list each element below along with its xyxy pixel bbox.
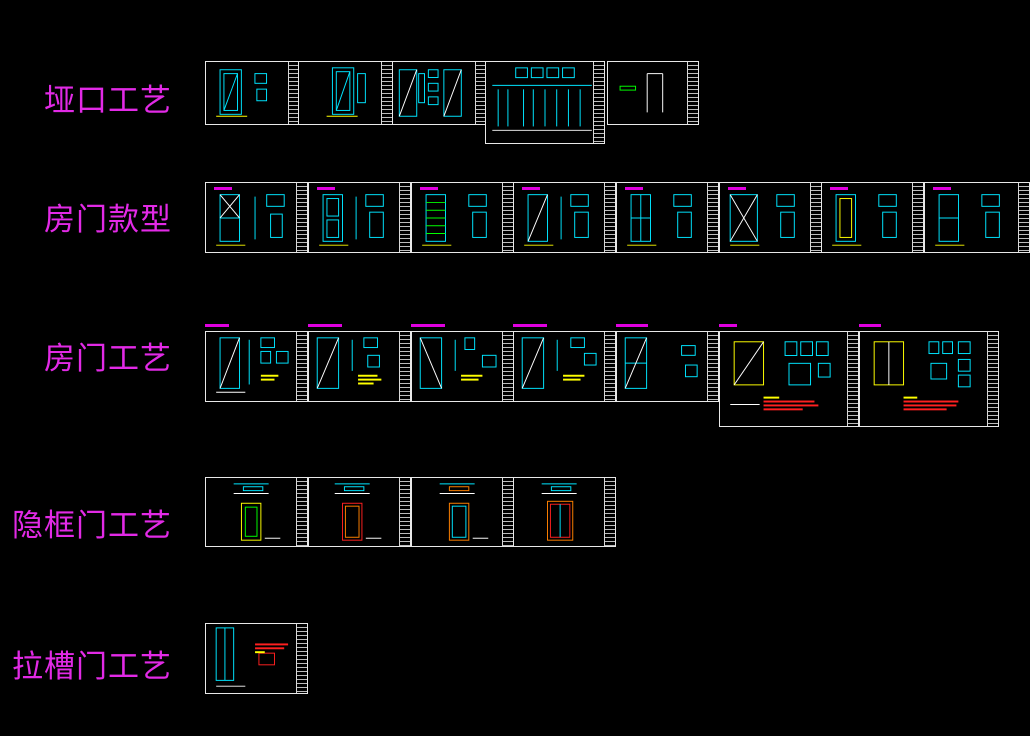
title-block: [502, 332, 513, 401]
drawing-sheet[interactable]: [719, 182, 822, 253]
title-block: [296, 183, 307, 252]
title-block: [502, 183, 513, 252]
sheet-tag: [411, 324, 445, 327]
drawing-sheet[interactable]: [308, 477, 411, 547]
row-label-yakou: 垭口工艺: [44, 83, 172, 119]
drawing-sheet[interactable]: [411, 477, 514, 547]
sheet-tag: [308, 324, 342, 327]
sheet-tag: [205, 324, 229, 327]
title-block: [604, 478, 615, 546]
title-block: [399, 478, 410, 546]
title-block: [399, 183, 410, 252]
title-block: [502, 478, 513, 546]
title-block: [1018, 183, 1029, 252]
title-block: [475, 62, 486, 124]
drawing-sheet[interactable]: [308, 182, 411, 253]
drawing-sheet[interactable]: [411, 331, 514, 402]
drawing-sheet[interactable]: [205, 623, 308, 694]
drawing-sheet[interactable]: [298, 61, 393, 125]
drawing-sheet[interactable]: [513, 182, 616, 253]
title-block: [296, 624, 307, 693]
title-block: [296, 332, 307, 401]
row-label-yinkuangmen: 隐框门工艺: [12, 508, 172, 544]
drawing-sheet[interactable]: [411, 182, 514, 253]
title-block: [288, 62, 299, 124]
sheet-tag: [513, 324, 547, 327]
title-block: [707, 332, 718, 401]
drawing-sheet[interactable]: [513, 331, 616, 402]
title-block: [987, 332, 998, 426]
sheet-tag: [859, 324, 881, 327]
sheet-tag: [719, 324, 737, 327]
title-block: [604, 332, 615, 401]
drawing-sheet[interactable]: [308, 331, 411, 402]
row-label-fangmen-gongyi: 房门工艺: [44, 341, 172, 377]
drawing-sheet[interactable]: [719, 331, 859, 427]
row-label-lacaomen: 拉槽门工艺: [12, 649, 172, 685]
drawing-sheet[interactable]: [859, 331, 999, 427]
drawing-sheet[interactable]: [205, 61, 300, 125]
title-block: [296, 478, 307, 546]
drawing-sheet[interactable]: [616, 331, 719, 402]
drawing-sheet[interactable]: [205, 182, 308, 253]
drawing-sheet[interactable]: [924, 182, 1030, 253]
drawing-sheet[interactable]: [513, 477, 616, 547]
drawing-sheet[interactable]: [205, 477, 308, 547]
title-block: [707, 183, 718, 252]
drawing-sheet[interactable]: [821, 182, 924, 253]
title-block: [604, 183, 615, 252]
title-block: [593, 62, 604, 143]
sheet-tag: [616, 324, 648, 327]
title-block: [687, 62, 698, 124]
drawing-sheet[interactable]: [485, 61, 605, 144]
drawing-sheet[interactable]: [205, 331, 308, 402]
title-block: [381, 62, 392, 124]
drawing-sheet[interactable]: [392, 61, 487, 125]
title-block: [399, 332, 410, 401]
drawing-sheet[interactable]: [616, 182, 719, 253]
drawing-sheet[interactable]: [607, 61, 699, 125]
title-block: [912, 183, 923, 252]
title-block: [847, 332, 858, 426]
title-block: [810, 183, 821, 252]
row-label-fangmen-kuanxing: 房门款型: [44, 202, 172, 238]
